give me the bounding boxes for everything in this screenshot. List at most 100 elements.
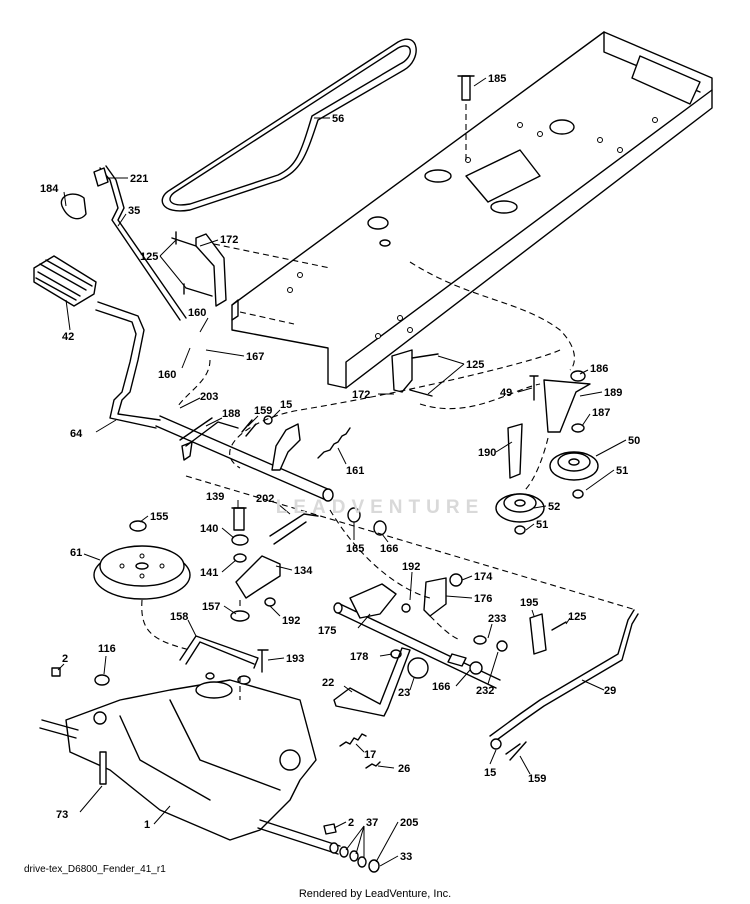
callout-159: 159: [254, 405, 272, 417]
callout-175: 175: [318, 625, 336, 637]
frame-part[interactable]: [231, 31, 713, 389]
bolt-part[interactable]: [241, 415, 273, 437]
callout-202: 202: [256, 493, 274, 505]
link-rod-part[interactable]: [179, 635, 269, 673]
lever-part[interactable]: [179, 417, 239, 447]
drive-belt-part[interactable]: [161, 38, 417, 212]
pedal-pad-part[interactable]: [33, 255, 97, 307]
callout-29: 29: [604, 685, 616, 697]
arm-part[interactable]: [271, 423, 301, 471]
bolt-part[interactable]: [457, 75, 475, 101]
callout-165: 165: [346, 543, 364, 555]
callout-23: 23: [398, 687, 410, 699]
knob-part[interactable]: [60, 193, 87, 220]
callout-187: 187: [592, 407, 610, 419]
callout-166: 166: [380, 543, 398, 555]
callout-17: 17: [364, 749, 376, 761]
callout-174: 174: [474, 571, 493, 583]
bolt-part[interactable]: [99, 751, 107, 785]
callout-42: 42: [62, 331, 74, 343]
washer-part[interactable]: [390, 603, 508, 675]
bracket-upper-part[interactable]: [195, 233, 227, 307]
pin-part[interactable]: [447, 653, 467, 667]
rod-29-part[interactable]: [489, 609, 639, 761]
callout-141: 141: [200, 567, 218, 579]
transaxle-part[interactable]: [39, 672, 341, 855]
cross-shaft-part[interactable]: [155, 415, 334, 502]
callout-185: 185: [488, 73, 506, 85]
callout-189: 189: [604, 387, 622, 399]
callout-leaders: [57, 77, 627, 867]
callout-116: 116: [98, 643, 116, 655]
callout-22: 22: [322, 677, 334, 689]
callout-232: 232: [476, 685, 494, 697]
callout-52: 52: [548, 501, 560, 513]
callout-139: 139: [206, 491, 224, 503]
washer-part[interactable]: [514, 423, 585, 535]
pulley-idler-part[interactable]: [549, 451, 599, 481]
callout-56: 56: [332, 113, 344, 125]
callout-172: 172: [220, 234, 238, 246]
callout-1: 1: [144, 819, 150, 831]
callout-193: 193: [286, 653, 304, 665]
link-202-part[interactable]: [269, 513, 319, 545]
callout-35: 35: [128, 205, 140, 217]
pedal-shaft-part[interactable]: [95, 301, 161, 429]
spring-part[interactable]: [339, 733, 381, 769]
callout-176: 176: [474, 593, 492, 605]
callout-158: 158: [170, 611, 188, 623]
callout-192: 192: [402, 561, 420, 573]
idler-bracket-part[interactable]: [529, 370, 591, 433]
callout-134: 134: [294, 565, 313, 577]
drawing-code: drive-tex_D6800_Fender_41_r1: [24, 864, 166, 875]
callout-159: 159: [528, 773, 546, 785]
washer-part[interactable]: [347, 507, 387, 536]
credit-line: Rendered by LeadVenture, Inc.: [298, 888, 452, 900]
callout-125: 125: [466, 359, 484, 371]
callout-73: 73: [56, 809, 68, 821]
callout-233: 233: [488, 613, 506, 625]
retaining-ring-part[interactable]: [129, 520, 147, 532]
callout-203: 203: [200, 391, 218, 403]
callout-161: 161: [346, 465, 364, 477]
callout-15: 15: [280, 399, 292, 411]
callout-2: 2: [348, 817, 354, 829]
callout-184: 184: [40, 183, 59, 195]
idler-arm-part[interactable]: [507, 423, 523, 479]
bolt-part[interactable]: [231, 507, 247, 531]
bolt-part[interactable]: [171, 231, 213, 297]
callout-160: 160: [158, 369, 176, 381]
callout-140: 140: [200, 523, 218, 535]
axle-hardware-part[interactable]: [323, 823, 380, 873]
callout-49: 49: [500, 387, 512, 399]
spring-part[interactable]: [317, 427, 351, 459]
pulley-fixed-part[interactable]: [495, 493, 545, 523]
pedal-arm-22-part[interactable]: [333, 647, 411, 717]
callout-33: 33: [400, 851, 412, 863]
callout-172: 172: [352, 389, 370, 401]
callout-64: 64: [70, 428, 83, 440]
callout-186: 186: [590, 363, 608, 375]
transmission-pulley-part[interactable]: [93, 545, 191, 600]
brake-rod-part[interactable]: [93, 165, 187, 321]
ring-part[interactable]: [407, 657, 429, 679]
callout-26: 26: [398, 763, 410, 775]
callout-188: 188: [222, 408, 240, 420]
callout-167: 167: [246, 351, 264, 363]
bracket-lower-part[interactable]: [391, 349, 439, 397]
callout-157: 157: [202, 601, 220, 613]
callout-125: 125: [140, 251, 158, 263]
callout-51: 51: [536, 519, 548, 531]
bracket-195-part[interactable]: [529, 613, 567, 655]
bracket-134-part[interactable]: [235, 555, 281, 599]
clutch-bracket-part[interactable]: [423, 573, 463, 617]
nut-part[interactable]: [51, 667, 110, 686]
washer-part[interactable]: [230, 534, 276, 622]
callout-61: 61: [70, 547, 82, 559]
watermark-text: LEADVENTURE: [275, 497, 485, 518]
callout-37: 37: [366, 817, 378, 829]
callout-labels: 185 56 221 184 35 172 125 42 160 160 167…: [40, 73, 640, 863]
callout-221: 221: [130, 173, 148, 185]
clutch-lever-part[interactable]: [349, 583, 397, 619]
